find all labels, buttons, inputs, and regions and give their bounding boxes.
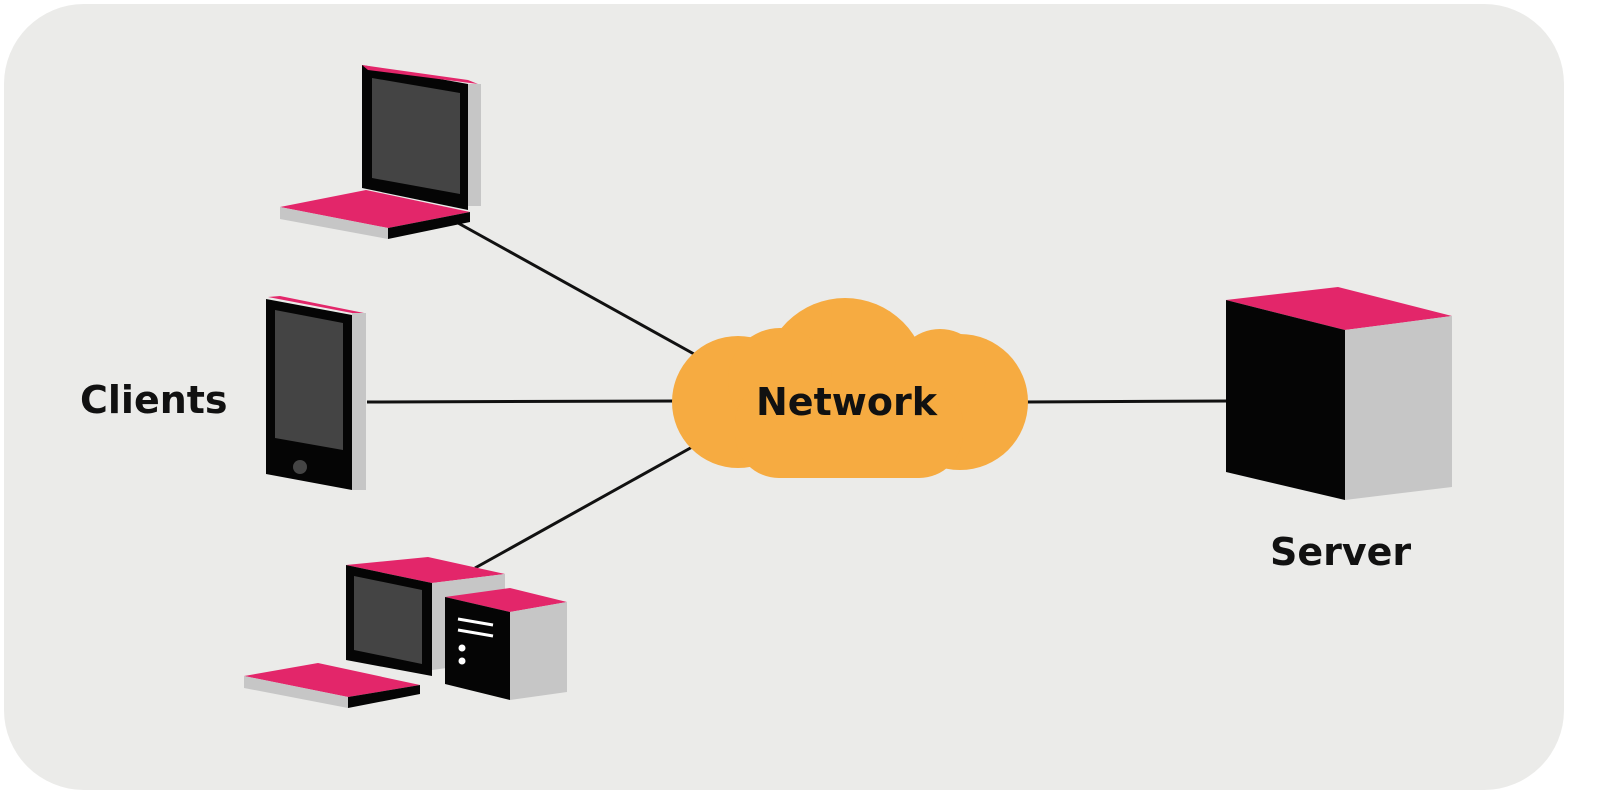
tower-slot-1 [457, 617, 494, 627]
link-network-server [1024, 399, 1229, 404]
tower-side [510, 602, 567, 700]
tower-slot-2 [457, 628, 494, 638]
monitor-screen [354, 576, 422, 664]
tablet-home-button [293, 460, 307, 474]
link-desktop-network [474, 444, 695, 570]
connection-lines [366, 221, 1229, 570]
laptop-lid-top [362, 65, 478, 84]
server-top [1226, 287, 1452, 330]
tablet-side [352, 313, 366, 490]
tablet-screen [275, 310, 343, 450]
network-label: Network [756, 380, 937, 424]
server-side [1345, 316, 1452, 500]
tablet-icon [266, 296, 366, 490]
monitor-top [346, 557, 505, 583]
tower-top [445, 588, 567, 612]
desktop-computer-icon [244, 557, 567, 708]
clients-label: Clients [80, 378, 228, 422]
keyboard-right [348, 685, 420, 708]
laptop-screen [372, 78, 460, 194]
laptop-base-top [280, 190, 470, 228]
laptop-base-right [388, 212, 470, 239]
tower-front [445, 597, 510, 700]
link-laptop-network [457, 221, 695, 356]
keyboard-top [244, 663, 420, 697]
network-cloud-icon [672, 298, 1028, 478]
laptop-icon [280, 65, 481, 239]
tower-led-2 [458, 657, 466, 665]
server-front [1226, 300, 1345, 500]
keyboard-front [244, 676, 348, 708]
server-icon [1226, 287, 1452, 500]
laptop-base-front [280, 207, 388, 239]
link-tablet-network [366, 399, 681, 404]
tablet-top [268, 296, 364, 313]
laptop-lid-side [468, 84, 481, 206]
tower-led-1 [458, 644, 466, 652]
server-label: Server [1270, 530, 1412, 574]
